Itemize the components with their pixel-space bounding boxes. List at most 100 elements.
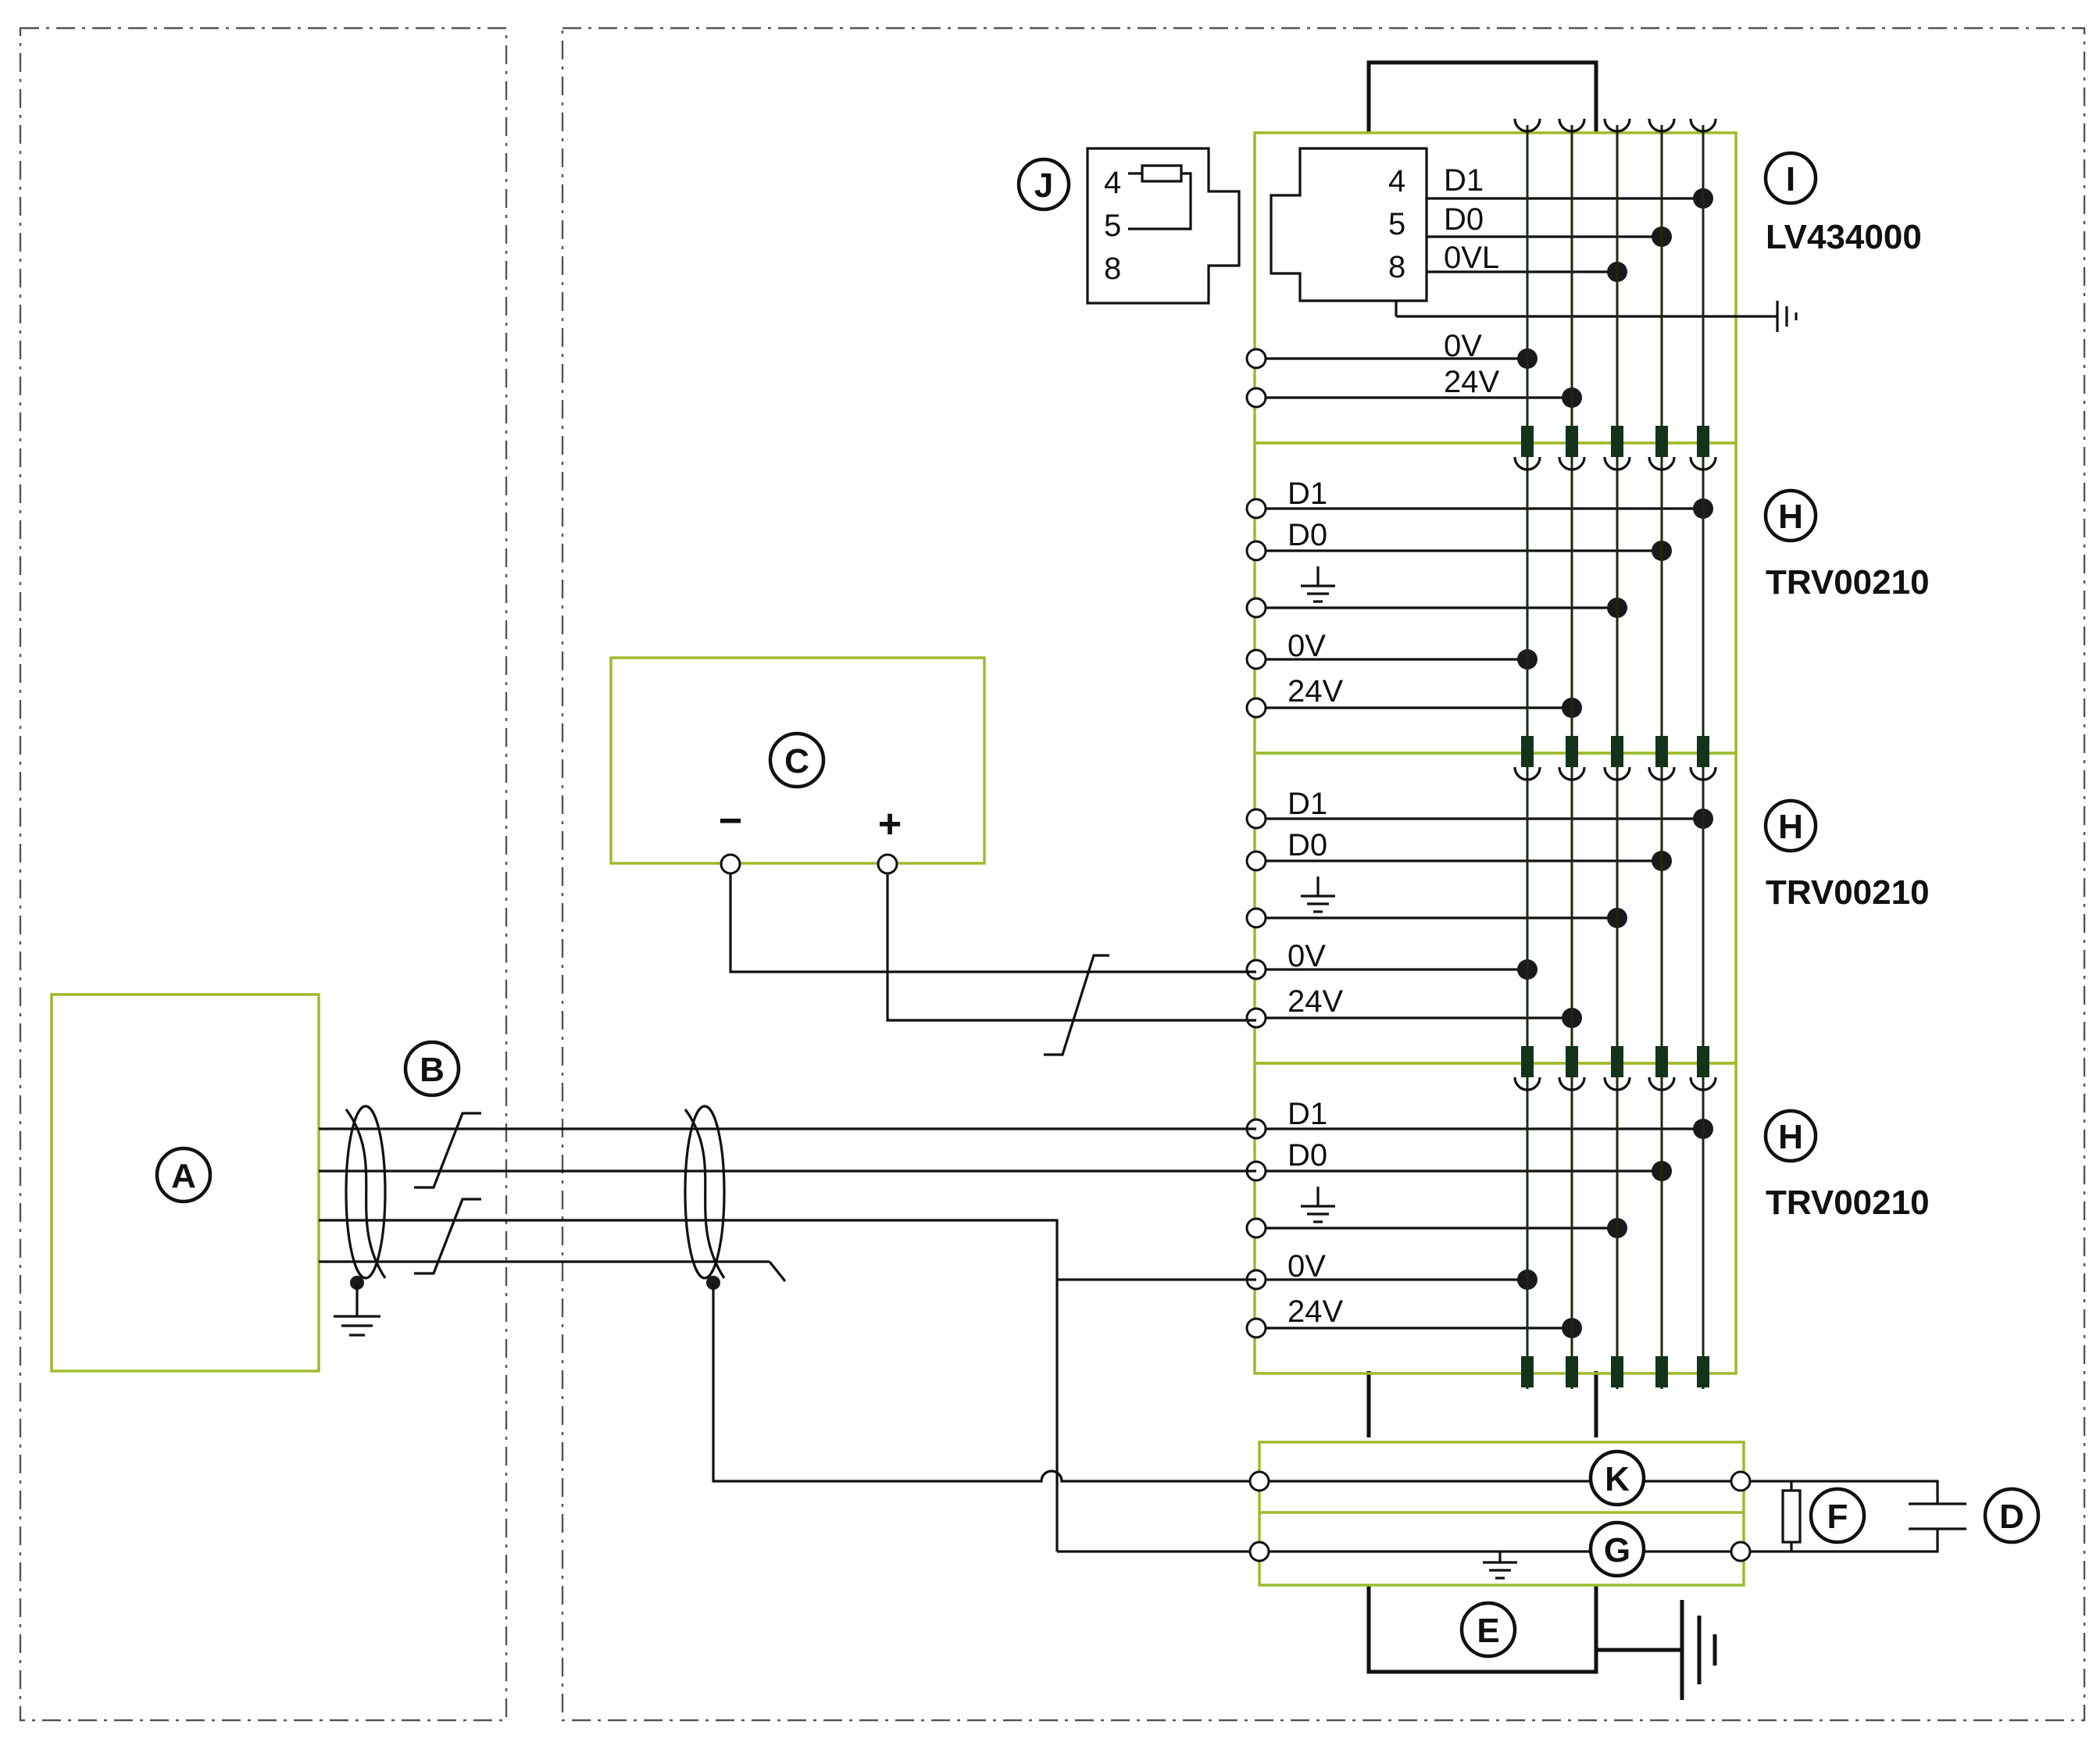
module-h-3: D1 D0 0V 24V H TRV00210 (1245, 1062, 1930, 1375)
callout-e: E (1459, 1601, 1517, 1659)
din-rail-top (1366, 60, 1598, 133)
bus-connector-plugs (1521, 426, 1709, 1387)
capacitor-symbol-d (1909, 1502, 1966, 1530)
bus-plug-icon (1611, 1356, 1623, 1387)
svg-text:4: 4 (1104, 166, 1121, 200)
callout-h-1: H (1763, 488, 1818, 543)
bus-plug-icon (1697, 426, 1709, 457)
svg-text:D0: D0 (1288, 1138, 1327, 1173)
callout-c: C (768, 731, 826, 789)
callout-f: F (1809, 1487, 1866, 1544)
bus-socket-icon (1648, 456, 1676, 471)
callout-a: A (155, 1146, 212, 1204)
cable-break-mark-b2 (414, 1198, 481, 1275)
bus-socket-icon (1558, 456, 1586, 471)
bus-socket-icon (1603, 1077, 1631, 1091)
ground-symbol-h1 (1301, 566, 1335, 603)
twisted-pair-symbol-b (684, 1105, 726, 1280)
bus-plug-icon (1697, 736, 1709, 767)
bus-socket-icon (1689, 118, 1717, 133)
svg-text:E: E (1477, 1612, 1499, 1650)
signal-d1-label: D1 (1444, 163, 1484, 198)
terminal-i-24v (1245, 387, 1267, 409)
callout-h-3: H (1763, 1109, 1818, 1163)
resistor-symbol-f (1781, 1489, 1802, 1544)
bus-socket-icon (1603, 118, 1631, 133)
bus-plug-icon (1521, 426, 1534, 457)
svg-text:D0: D0 (1288, 518, 1327, 552)
rj45-socket-i (1270, 147, 1777, 318)
callout-h-2: H (1763, 798, 1818, 853)
bus-connector-sockets (1513, 118, 1717, 1091)
bus-plug-icon (1566, 1046, 1578, 1077)
psu-plus-label: + (878, 802, 902, 847)
ground-symbol-g (1483, 1552, 1517, 1580)
bus-socket-icon (1513, 766, 1541, 781)
ground-symbol-i (1776, 301, 1798, 332)
power-supply-c (609, 656, 986, 865)
svg-text:D1: D1 (1288, 477, 1327, 511)
bus-plug-icon (1611, 736, 1623, 767)
bus-socket-icon (1689, 456, 1717, 471)
din-rail-bottom (1366, 1371, 1598, 1674)
svg-text:D1: D1 (1288, 787, 1327, 821)
svg-text:K: K (1605, 1460, 1630, 1498)
signal-d0-label: D0 (1444, 202, 1484, 237)
svg-text:TRV00210: TRV00210 (1766, 873, 1930, 912)
bus-plug-icon (1655, 1046, 1668, 1077)
bus-socket-icon (1513, 456, 1541, 471)
cable-break-mark-b1 (414, 1112, 481, 1189)
bus-plug-icon (1566, 426, 1578, 457)
callout-k: K (1588, 1449, 1646, 1507)
bus-plug-icon (1655, 1356, 1668, 1387)
svg-text:24V: 24V (1288, 984, 1343, 1019)
svg-text:G: G (1604, 1531, 1630, 1569)
terminal-g-left (1248, 1541, 1270, 1562)
bus-plug-icon (1521, 1356, 1534, 1387)
bus-socket-icon (1648, 118, 1676, 133)
svg-text:H: H (1778, 1118, 1803, 1156)
ground-symbol-a (334, 1276, 380, 1337)
psu-minus-label: − (719, 798, 742, 844)
svg-text:TRV00210: TRV00210 (1766, 1184, 1930, 1222)
svg-text:F: F (1827, 1498, 1848, 1536)
pin-4-label: 4 (1388, 164, 1405, 198)
bus-plug-icon (1611, 426, 1623, 457)
terminal-k-left (1248, 1470, 1270, 1492)
svg-text:I: I (1786, 160, 1795, 198)
pin-8-label: 8 (1388, 250, 1405, 284)
svg-text:D1: D1 (1288, 1097, 1327, 1131)
bus-plug-icon (1566, 1356, 1578, 1387)
supply-24v-label: 24V (1444, 365, 1499, 399)
callout-i: I (1763, 151, 1818, 205)
bus-socket-icon (1513, 118, 1541, 133)
bus-socket-icon (1689, 1077, 1717, 1091)
ground-symbol-h3 (1301, 1187, 1335, 1223)
psu-plus-terminal (877, 853, 898, 875)
bus-plug-icon (1697, 1046, 1709, 1077)
svg-text:J: J (1034, 166, 1053, 205)
left-enclosure (19, 27, 508, 1722)
terminal-g-right (1730, 1541, 1752, 1562)
psu-minus-terminal (720, 853, 741, 875)
module-h-1: D1 D0 0V 24V H TRV00210 (1245, 441, 1930, 755)
signal-0vl-label: 0VL (1444, 241, 1499, 275)
svg-text:H: H (1778, 808, 1803, 846)
ground-symbol-h2 (1301, 877, 1335, 913)
svg-text:24V: 24V (1288, 674, 1343, 709)
bus-plug-icon (1566, 736, 1578, 767)
terminal-i-0v (1245, 348, 1267, 370)
bus-socket-icon (1648, 1077, 1676, 1091)
module-h-2: D1 D0 0V 24V H TRV00210 (1245, 752, 1930, 1065)
callout-d: D (1983, 1487, 2041, 1544)
terminal-k-right (1730, 1470, 1752, 1492)
bus-socket-icon (1689, 766, 1717, 781)
svg-text:A: A (171, 1157, 196, 1195)
right-enclosure (561, 27, 2086, 1722)
earth-symbol-e (1596, 1600, 1717, 1700)
svg-text:0V: 0V (1288, 939, 1326, 973)
svg-text:D0: D0 (1288, 828, 1327, 862)
svg-text:B: B (420, 1051, 445, 1089)
bus-socket-icon (1558, 766, 1586, 781)
